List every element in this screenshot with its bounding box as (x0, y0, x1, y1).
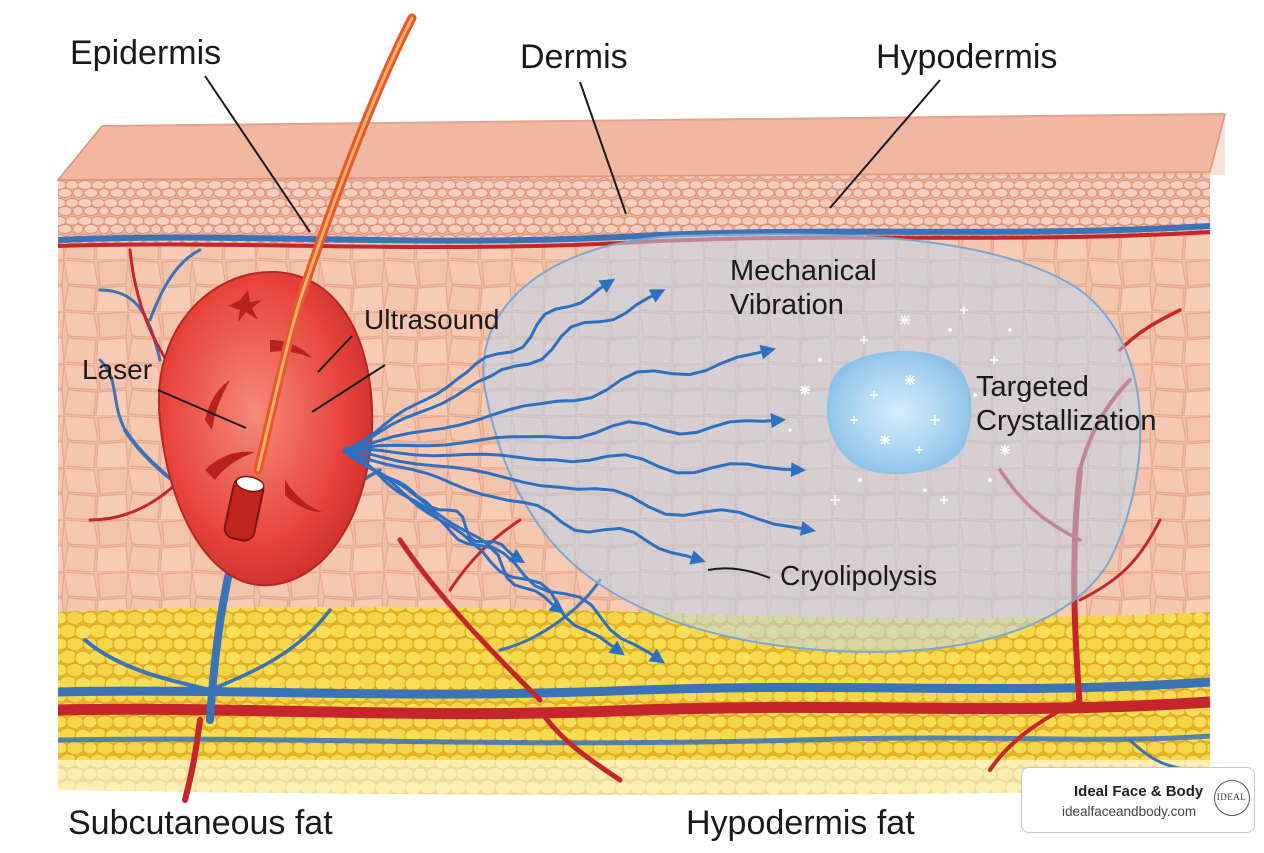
wave-path (342, 449, 665, 664)
fat-layer (58, 605, 1210, 795)
label-hypodermis: Hypodermis (876, 38, 1058, 76)
crystallization-cluster (826, 350, 972, 475)
wave-path (343, 448, 706, 565)
heat-marks (205, 290, 322, 512)
label-ultrasound: Ultrasound (364, 304, 500, 335)
wave-path (344, 447, 526, 564)
label-subcutaneous-fat: Subcutaneous fat (68, 804, 333, 842)
epidermis-cell-band (58, 172, 1210, 246)
wave-path (342, 450, 625, 656)
deep-artery (57, 696, 1211, 720)
label-cryolipolysis: Cryolipolysis (780, 560, 938, 591)
brand-name: Ideal Face & Body (1074, 783, 1204, 800)
brand-url: idealfaceandbody.com (1062, 804, 1197, 819)
label-mechanical-vibration: Mechanical Vibration (730, 255, 877, 321)
label-epidermis: Epidermis (70, 34, 222, 72)
label-targeted-crystallization: Targeted Crystallization (976, 371, 1157, 437)
wave-path (343, 278, 616, 452)
label-laser: Laser (82, 354, 153, 385)
brand-badge: Ideal Face & Body idealfaceandbody.com I… (1021, 767, 1255, 833)
label-leader-lines (157, 75, 941, 579)
wave-path (343, 413, 786, 452)
cryolipolysis-zone (482, 233, 1142, 653)
laser-probe (223, 475, 265, 542)
ultrasound-waves (342, 278, 816, 664)
wave-path (343, 446, 816, 536)
deep-vein (57, 677, 1211, 699)
superficial-vein (57, 223, 1211, 244)
label-hypodermis-fat: Hypodermis fat (686, 804, 915, 842)
label-dermis: Dermis (520, 38, 628, 76)
wave-path (343, 449, 565, 614)
brand-logo-seal: IDEAL (1214, 780, 1250, 816)
wave-path (343, 447, 806, 478)
ice-crystal-sparkles (800, 306, 1028, 505)
wave-path (343, 344, 776, 454)
sparkle-dots (788, 328, 1042, 492)
wave-path (344, 289, 666, 453)
